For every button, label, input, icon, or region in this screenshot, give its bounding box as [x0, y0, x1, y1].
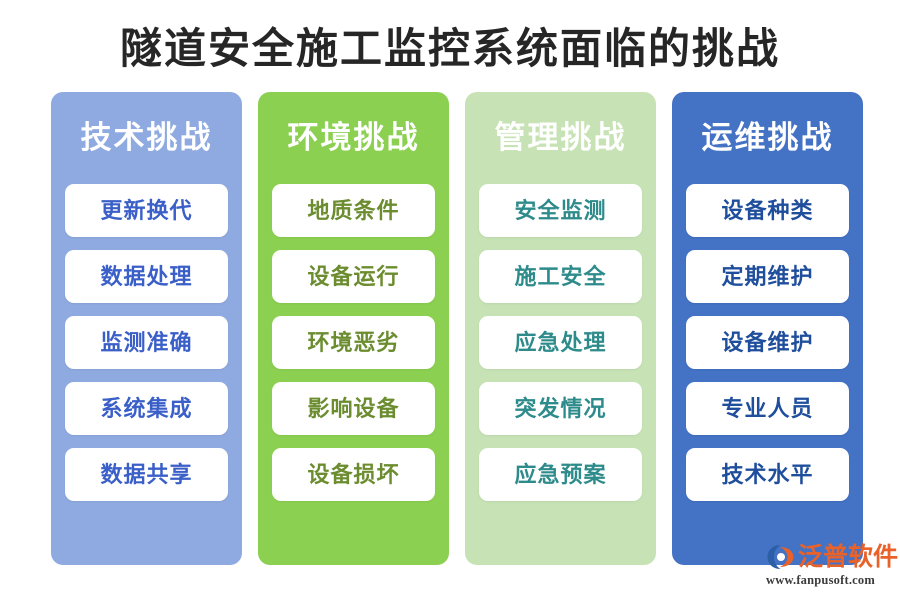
item-card[interactable]: 应急预案 — [479, 448, 642, 501]
watermark-brand-text: 泛普软件 — [798, 543, 899, 571]
item-card[interactable]: 更新换代 — [65, 184, 228, 237]
page-title: 隧道安全施工监控系统面临的挑战 — [119, 27, 780, 73]
item-card[interactable]: 地质条件 — [272, 184, 435, 237]
item-card[interactable]: 设备种类 — [686, 184, 849, 237]
challenge-column-technical[interactable]: 技术挑战 更新换代 数据处理 监测准确 系统集成 数据共享 — [51, 92, 242, 565]
challenge-column-operations[interactable]: 运维挑战 设备种类 定期维护 设备维护 专业人员 技术水平 — [672, 92, 863, 565]
challenge-columns: 技术挑战 更新换代 数据处理 监测准确 系统集成 数据共享 环境挑战 地质条件 … — [51, 92, 863, 565]
item-card[interactable]: 数据处理 — [65, 250, 228, 303]
column-header-management: 管理挑战 — [494, 120, 627, 155]
challenge-column-management[interactable]: 管理挑战 安全监测 施工安全 应急处理 突发情况 应急预案 — [465, 92, 656, 565]
challenge-column-environment[interactable]: 环境挑战 地质条件 设备运行 环境恶劣 影响设备 设备损坏 — [258, 92, 449, 565]
item-card[interactable]: 突发情况 — [479, 382, 642, 435]
item-card[interactable]: 专业人员 — [686, 382, 849, 435]
column-items-management: 安全监测 施工安全 应急处理 突发情况 应急预案 — [479, 184, 642, 565]
item-card[interactable]: 数据共享 — [65, 448, 228, 501]
item-card[interactable]: 设备维护 — [686, 316, 849, 369]
column-items-environment: 地质条件 设备运行 环境恶劣 影响设备 设备损坏 — [272, 184, 435, 565]
column-items-operations: 设备种类 定期维护 设备维护 专业人员 技术水平 — [686, 184, 849, 565]
item-card[interactable]: 施工安全 — [479, 250, 642, 303]
watermark-url: www.fanpusoft.com — [766, 573, 875, 587]
item-card[interactable]: 设备损坏 — [272, 448, 435, 501]
item-card[interactable]: 定期维护 — [686, 250, 849, 303]
column-items-technical: 更新换代 数据处理 监测准确 系统集成 数据共享 — [65, 184, 228, 565]
column-header-technical: 技术挑战 — [80, 120, 213, 155]
item-card[interactable]: 影响设备 — [272, 382, 435, 435]
column-header-environment: 环境挑战 — [287, 120, 420, 155]
item-card[interactable]: 监测准确 — [65, 316, 228, 369]
column-header-operations: 运维挑战 — [701, 120, 834, 155]
watermark-brand-row: 泛普软件 — [766, 542, 898, 572]
item-card[interactable]: 安全监测 — [479, 184, 642, 237]
item-card[interactable]: 技术水平 — [686, 448, 849, 501]
watermark-logo: 泛普软件 www.fanpusoft.com — [766, 541, 898, 589]
item-card[interactable]: 设备运行 — [272, 250, 435, 303]
fanpu-swoosh-logo-icon — [766, 543, 796, 571]
item-card[interactable]: 系统集成 — [65, 382, 228, 435]
item-card[interactable]: 环境恶劣 — [272, 316, 435, 369]
item-card[interactable]: 应急处理 — [479, 316, 642, 369]
